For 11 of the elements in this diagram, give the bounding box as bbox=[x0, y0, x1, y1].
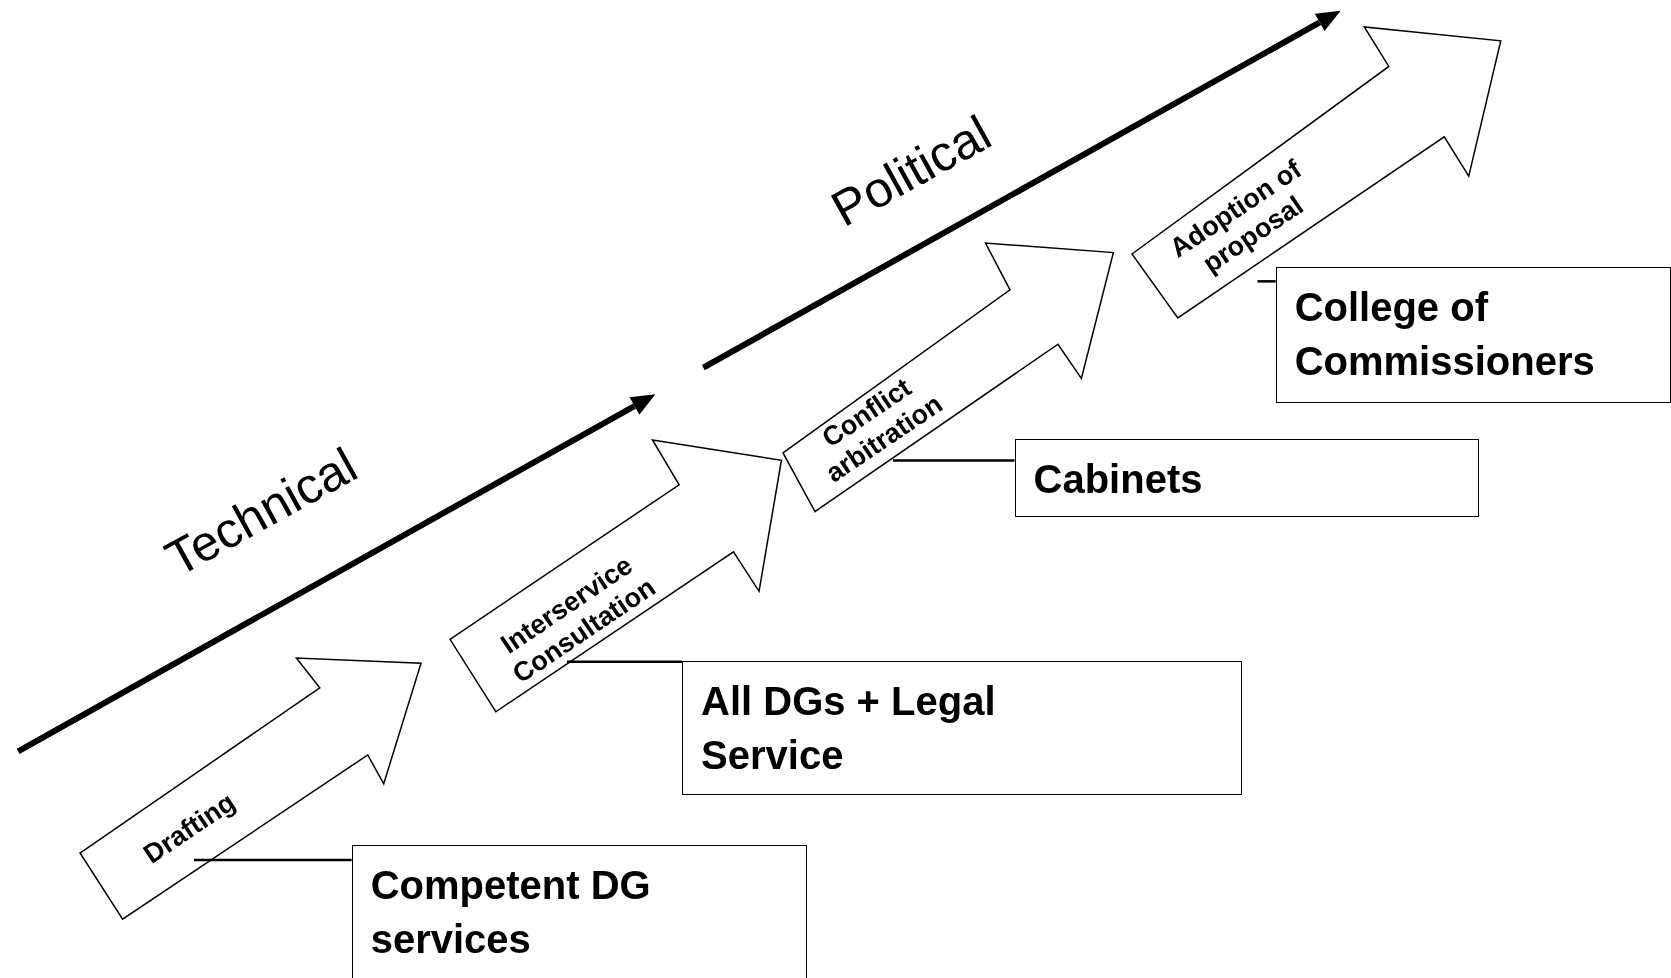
actor-name: All DGs + Legal Service bbox=[701, 677, 997, 779]
leader-line bbox=[193, 858, 352, 862]
actor-box bbox=[1014, 439, 1480, 517]
leader-line bbox=[1257, 280, 1276, 283]
actor-name: Competent DG services bbox=[370, 862, 652, 964]
actor-box bbox=[351, 845, 807, 978]
actor-name: Cabinets bbox=[1033, 456, 1204, 504]
actor-name: College of Commissioners bbox=[1294, 284, 1596, 386]
leader-line bbox=[566, 660, 683, 664]
leader-line bbox=[893, 459, 1015, 462]
actor-box bbox=[682, 660, 1242, 795]
